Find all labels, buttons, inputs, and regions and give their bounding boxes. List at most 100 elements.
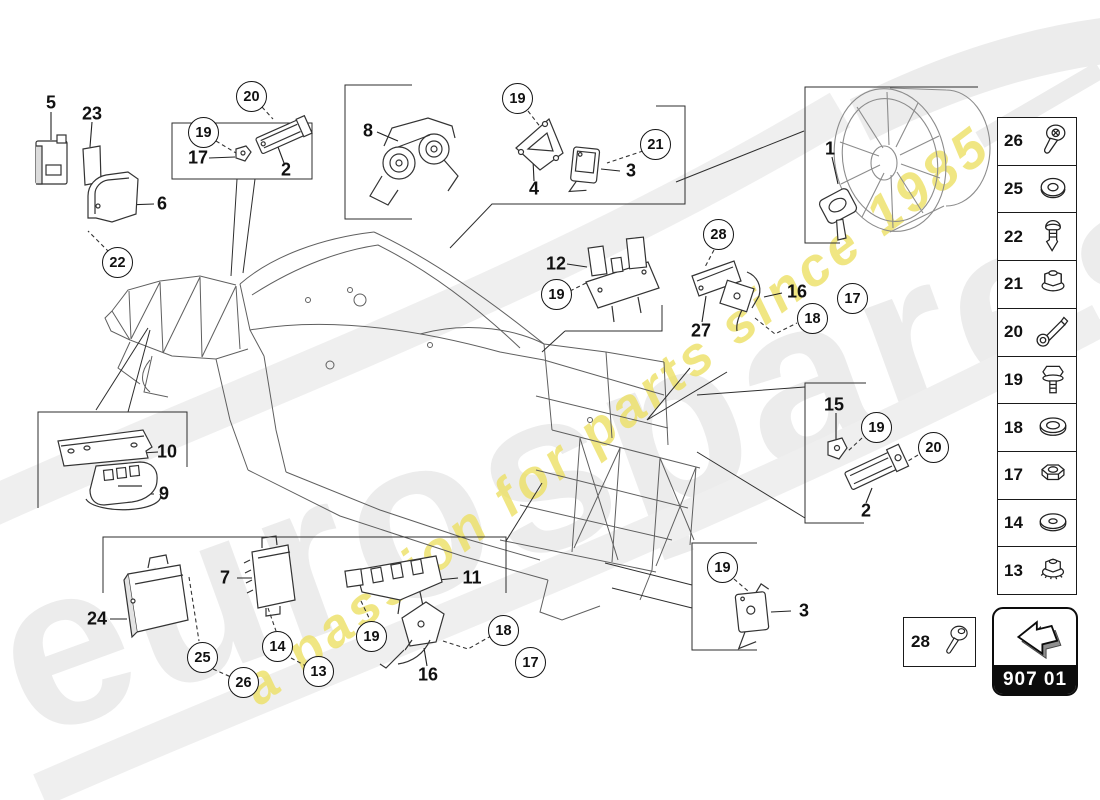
part-16-latch — [719, 271, 761, 332]
part-label: 24 — [86, 608, 108, 629]
part-callout[interactable]: 19 — [707, 552, 738, 583]
part-11-bracket — [344, 555, 443, 615]
flange-lock-nut-icon — [1040, 558, 1065, 580]
part-label: 1 — [824, 138, 836, 159]
part-label: 2 — [280, 159, 292, 180]
sidebar-row-19[interactable]: 19 — [998, 357, 1076, 405]
diagram-group-box[interactable]: 907 01 — [992, 607, 1078, 696]
sidebar-row-18[interactable]: 18 — [998, 404, 1076, 452]
part-label: 16 — [786, 281, 808, 302]
hex-bolt-long-icon — [1036, 316, 1069, 347]
part-8-horns — [369, 117, 459, 206]
part-2-antenna-module-right — [844, 443, 910, 490]
part-9-siren — [85, 461, 162, 511]
part-label: 17 — [187, 147, 209, 168]
hex-flange-bolt-icon — [1042, 365, 1064, 394]
expansion-rivet-icon — [1045, 219, 1061, 252]
sidebar-row-26[interactable]: 26 — [998, 118, 1076, 166]
part-callout[interactable]: 13 — [303, 656, 334, 687]
part-callout[interactable]: 22 — [102, 247, 133, 278]
part-2-antenna-module — [255, 114, 313, 155]
flange-nut-icon — [1041, 270, 1065, 292]
fastener-number: 19 — [1004, 369, 1023, 389]
part-callout[interactable]: 28 — [703, 219, 734, 250]
part-callout[interactable]: 20 — [236, 81, 267, 112]
part-label: 11 — [462, 567, 482, 588]
leader-frames — [37, 84, 978, 651]
part-callout[interactable]: 19 — [861, 412, 892, 443]
dashed-links — [87, 106, 919, 678]
fastener-number: 13 — [1004, 560, 1023, 580]
part-label: 7 — [219, 567, 231, 588]
part-callout[interactable]: 25 — [187, 642, 218, 673]
part-callout[interactable]: 21 — [640, 129, 671, 160]
part-label: 12 — [545, 253, 567, 274]
fastener-number: 14 — [1004, 512, 1023, 532]
part-6-bracket — [87, 171, 139, 223]
part-1-tpms-sensor — [818, 188, 858, 241]
part-3-sensor — [568, 146, 601, 193]
sidebar-row-22[interactable]: 22 — [998, 213, 1076, 262]
pan-head-screw-icon — [946, 625, 968, 654]
fastener-number: 28 — [911, 632, 930, 651]
part-24-control-unit — [123, 554, 189, 639]
part-callout[interactable]: 19 — [541, 279, 572, 310]
part-label: 8 — [362, 120, 374, 141]
part-callout[interactable]: 26 — [228, 667, 259, 698]
hex-nut-icon — [1041, 464, 1065, 481]
part-callout[interactable]: 18 — [488, 615, 519, 646]
part-label: 16 — [417, 664, 439, 685]
part-7-module — [243, 535, 296, 617]
part-label: 5 — [45, 92, 57, 113]
part-callout[interactable]: 17 — [515, 647, 546, 678]
sidebar-row-20[interactable]: 20 — [998, 309, 1076, 357]
part-callout[interactable]: 17 — [837, 283, 868, 314]
part-callout[interactable]: 19 — [356, 621, 387, 652]
part-15-clip — [827, 437, 848, 460]
sidebar-row-13[interactable]: 13 — [998, 547, 1076, 594]
torx-screw-icon — [1044, 124, 1066, 154]
fastener-number: 26 — [1004, 131, 1023, 151]
fastener-number: 20 — [1004, 322, 1023, 342]
fastener-sidebar: 26 25 22 21 — [997, 117, 1077, 595]
sidebar-row-25[interactable]: 25 — [998, 166, 1076, 214]
washer-flat-icon — [1039, 513, 1067, 532]
part-17-clip — [235, 145, 252, 162]
fastener-number: 25 — [1004, 179, 1023, 199]
screw-28-box[interactable]: 28 — [903, 617, 976, 667]
washer-large-hole-icon — [1039, 416, 1067, 436]
group-code: 907 01 — [994, 665, 1076, 694]
part-glyphs — [35, 114, 910, 669]
part-label: 27 — [690, 320, 712, 341]
part-3-sensor-bottom — [734, 583, 770, 650]
part-16-latch-bottom — [379, 601, 445, 669]
part-label: 10 — [156, 441, 178, 462]
sidebar-row-14[interactable]: 14 — [998, 500, 1076, 548]
part-callout[interactable]: 19 — [502, 83, 533, 114]
part-label: 6 — [156, 193, 168, 214]
part-callout[interactable]: 19 — [188, 117, 219, 148]
fastener-number: 18 — [1004, 417, 1023, 437]
chassis-drawing — [104, 231, 701, 621]
sidebar-row-21[interactable]: 21 — [998, 261, 1076, 309]
part-5-control-unit — [35, 134, 68, 185]
part-12-bracket-assembly — [585, 236, 660, 323]
part-label: 23 — [81, 103, 103, 124]
sidebar-row-17[interactable]: 17 — [998, 452, 1076, 500]
grommet-washer-icon — [1040, 177, 1066, 199]
part-10-bracket — [57, 429, 153, 467]
fastener-number: 22 — [1004, 226, 1023, 246]
fastener-number: 21 — [1004, 274, 1023, 294]
part-label: 3 — [798, 600, 810, 621]
part-label: 15 — [823, 394, 845, 415]
fastener-number: 17 — [1004, 465, 1023, 485]
part-label: 2 — [860, 500, 872, 521]
wheel-drawing — [833, 87, 991, 233]
part-label: 4 — [528, 178, 540, 199]
part-4-bracket — [515, 117, 564, 171]
part-callout[interactable]: 14 — [262, 631, 293, 662]
part-callout[interactable]: 20 — [918, 432, 949, 463]
part-callout[interactable]: 18 — [797, 303, 828, 334]
